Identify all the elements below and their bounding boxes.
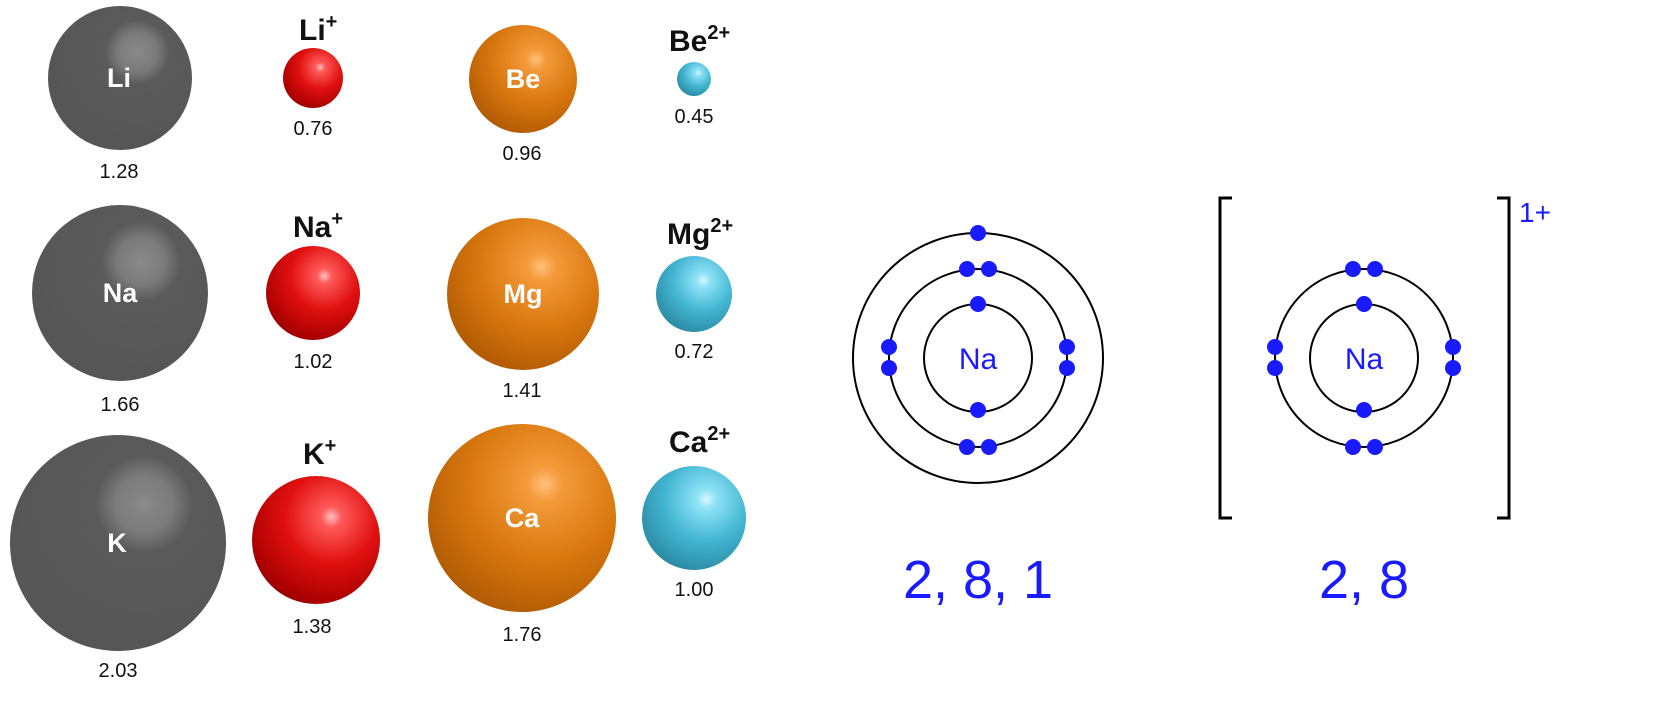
- electron: [881, 360, 897, 376]
- atom-mg-radius: 1.41: [503, 380, 542, 402]
- electron: [1445, 360, 1461, 376]
- ion-k-label: K+: [303, 435, 336, 471]
- ion-be-label: Be2+: [669, 22, 730, 58]
- atom-li-sphere: [48, 6, 192, 150]
- shell-2: [888, 268, 1068, 448]
- ion-li: Li+ 0.76: [283, 11, 343, 140]
- electron: [959, 439, 975, 455]
- ion-ca-radius: 1.00: [675, 579, 714, 601]
- bohr-na-atom-electrons: [881, 225, 1075, 455]
- ion-na-radius: 1.02: [294, 351, 333, 373]
- atom-na-radius: 1.66: [101, 394, 140, 416]
- atom-be-radius: 0.96: [503, 143, 542, 165]
- atom-be-sphere: [469, 25, 577, 133]
- ion-k-sphere: [252, 476, 380, 604]
- atom-be: Be 0.96: [469, 25, 577, 165]
- ion-mg-label: Mg2+: [667, 215, 733, 251]
- electron: [1059, 339, 1075, 355]
- ion-na: Na+ 1.02: [266, 208, 360, 373]
- atom-li-symbol: Li: [107, 63, 131, 93]
- bohr-na-atom-symbol: Na: [959, 343, 998, 376]
- electron: [970, 296, 986, 312]
- ion-be-sphere: [677, 62, 711, 96]
- bohr-na-ion-configuration: 2, 8: [1319, 550, 1409, 610]
- electron: [970, 225, 986, 241]
- bohr-na-ion: 1+ Na 2, 8: [1218, 196, 1551, 610]
- atom-mg-sphere: [447, 218, 599, 370]
- atom-ca-symbol: Ca: [505, 503, 540, 533]
- electron: [1345, 261, 1361, 277]
- atom-li-radius: 1.28: [100, 161, 139, 183]
- ion-li-label: Li+: [299, 11, 337, 47]
- atom-ca-sphere: [428, 424, 616, 612]
- atom-ca: Ca 1.76: [428, 424, 616, 646]
- electron: [1445, 339, 1461, 355]
- atom-k-symbol: K: [107, 528, 127, 558]
- bohr-na-atom-configuration: 2, 8, 1: [903, 550, 1053, 610]
- electron: [1356, 402, 1372, 418]
- bohr-na-ion-electrons: [1267, 261, 1461, 455]
- atom-be-symbol: Be: [506, 64, 541, 94]
- electron: [1367, 439, 1383, 455]
- ion-mg-radius: 0.72: [675, 341, 714, 363]
- electron: [959, 261, 975, 277]
- electron: [1059, 360, 1075, 376]
- bohr-na-ion-charge: 1+: [1519, 197, 1551, 228]
- ion-ca-label: Ca2+: [669, 423, 730, 459]
- electron: [1267, 360, 1283, 376]
- ion-be: Be2+ 0.45: [669, 22, 730, 128]
- electron: [1356, 296, 1372, 312]
- electron: [1367, 261, 1383, 277]
- ion-mg: Mg2+ 0.72: [656, 215, 733, 363]
- atom-mg: Mg 1.41: [447, 218, 599, 402]
- left-bracket: [1218, 196, 1232, 520]
- ion-be-radius: 0.45: [675, 106, 714, 128]
- electron: [1345, 439, 1361, 455]
- ion-ca: Ca2+ 1.00: [642, 423, 746, 601]
- electron: [881, 339, 897, 355]
- atom-k: K 2.03: [10, 435, 226, 682]
- ion-mg-sphere: [656, 256, 732, 332]
- ion-li-radius: 0.76: [294, 118, 333, 140]
- ion-na-label: Na+: [293, 208, 343, 244]
- atom-k-radius: 2.03: [99, 660, 138, 682]
- atom-na: Na 1.66: [32, 205, 208, 416]
- electron: [981, 261, 997, 277]
- atom-k-sphere: [10, 435, 226, 651]
- atom-mg-symbol: Mg: [504, 279, 543, 309]
- ion-ca-sphere: [642, 466, 746, 570]
- ion-li-sphere: [283, 48, 343, 108]
- atom-na-sphere: [32, 205, 208, 381]
- electron: [970, 402, 986, 418]
- radii-panel: Li 1.28 Li+ 0.76 Be 0.96 Be2+ 0.45 Na 1.…: [10, 6, 746, 682]
- atom-ca-radius: 1.76: [503, 624, 542, 646]
- bohr-na-atom: Na 2, 8, 1: [852, 225, 1104, 610]
- right-bracket: [1497, 196, 1511, 520]
- electron: [981, 439, 997, 455]
- atom-na-symbol: Na: [103, 278, 138, 308]
- ion-k: K+ 1.38: [252, 435, 380, 638]
- atom-li: Li 1.28: [48, 6, 192, 183]
- bohr-na-ion-symbol: Na: [1345, 343, 1384, 376]
- ion-k-radius: 1.38: [293, 616, 332, 638]
- electron: [1267, 339, 1283, 355]
- ion-na-sphere: [266, 246, 360, 340]
- shell-2: [1274, 268, 1454, 448]
